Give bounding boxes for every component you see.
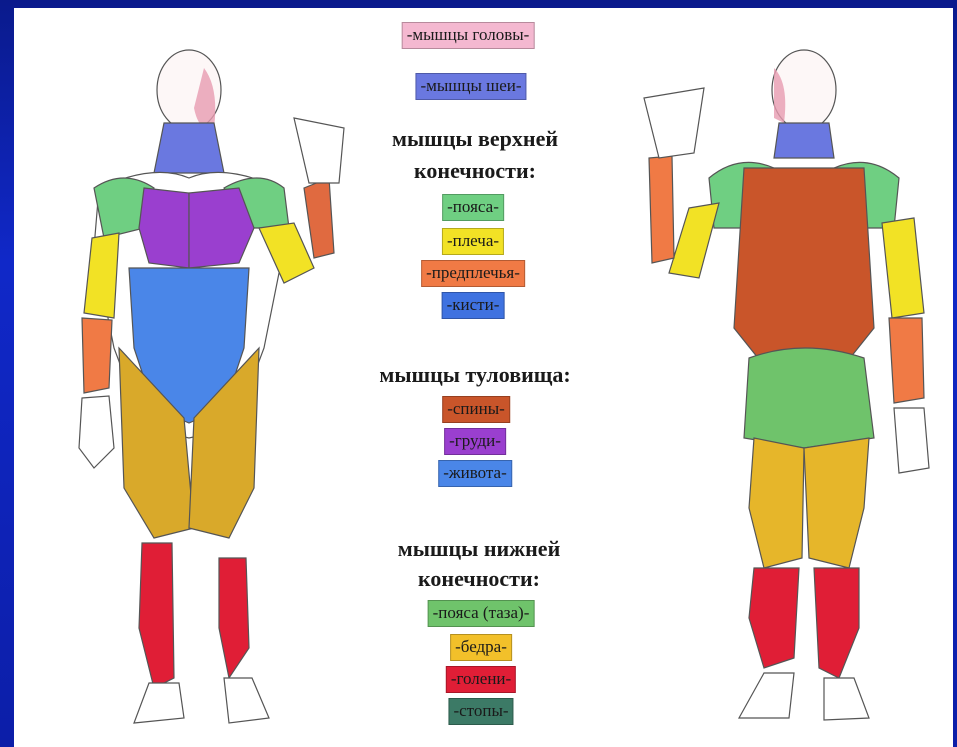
trunk-heading: мышцы туловища: [379, 362, 570, 388]
front-hand-right [294, 118, 344, 183]
back-body-figure [624, 28, 954, 738]
upper-limb-heading-line1: мышцы верхней [392, 126, 558, 152]
front-foot-left [134, 683, 184, 723]
upper-girdle-label: -пояса- [442, 194, 504, 221]
back-foot-left [739, 673, 794, 718]
trunk-abdomen-label: -живота- [438, 460, 512, 487]
upper-forearm-label: -предплечья- [421, 260, 525, 287]
trunk-chest-label: -груди- [444, 428, 506, 455]
front-forearm-left [82, 318, 112, 393]
back-forearm-right [889, 318, 924, 403]
diagram-paper: -мышцы головы- -мышцы шеи- мышцы верхней… [14, 8, 953, 747]
back-thigh-right [804, 438, 869, 568]
lower-foot-label: -стопы- [448, 698, 513, 725]
front-forearm-right [304, 178, 334, 258]
back-neck-muscles [774, 123, 834, 158]
front-shin-right [219, 558, 249, 678]
back-foot-right [824, 678, 869, 720]
back-upper-arm-right [882, 218, 924, 318]
front-hand-left [79, 396, 114, 468]
front-chest-left [139, 188, 189, 268]
head-muscles-label: -мышцы головы- [402, 22, 535, 49]
front-neck-muscles [154, 123, 224, 173]
lower-thigh-label: -бедра- [450, 634, 512, 661]
front-body-figure [54, 28, 354, 738]
back-calf-left [749, 568, 799, 668]
back-hand-right [894, 408, 929, 473]
front-foot-right [224, 678, 269, 723]
upper-hand-label: -кисти- [442, 292, 505, 319]
neck-muscles-label: -мышцы шеи- [415, 73, 526, 100]
upper-limb-heading-line2: конечности: [414, 158, 536, 184]
lower-pelvis-label: -пояса (таза)- [428, 600, 535, 627]
lower-shin-label: -голени- [446, 666, 516, 693]
front-shin-left [139, 543, 174, 688]
trunk-back-label: -спины- [442, 396, 510, 423]
back-thigh-left [749, 438, 804, 568]
back-hand-left [644, 88, 704, 158]
back-back-muscles [734, 168, 874, 378]
back-calf-right [814, 568, 859, 678]
back-forearm-left [649, 156, 674, 263]
lower-limb-heading-line2: конечности: [418, 566, 540, 592]
lower-limb-heading-line1: мышцы нижней [398, 536, 561, 562]
back-upper-arm-left [669, 203, 719, 278]
back-glutes [744, 348, 874, 448]
front-upper-arm-left [84, 233, 119, 318]
upper-shoulder-label: -плеча- [442, 228, 504, 255]
